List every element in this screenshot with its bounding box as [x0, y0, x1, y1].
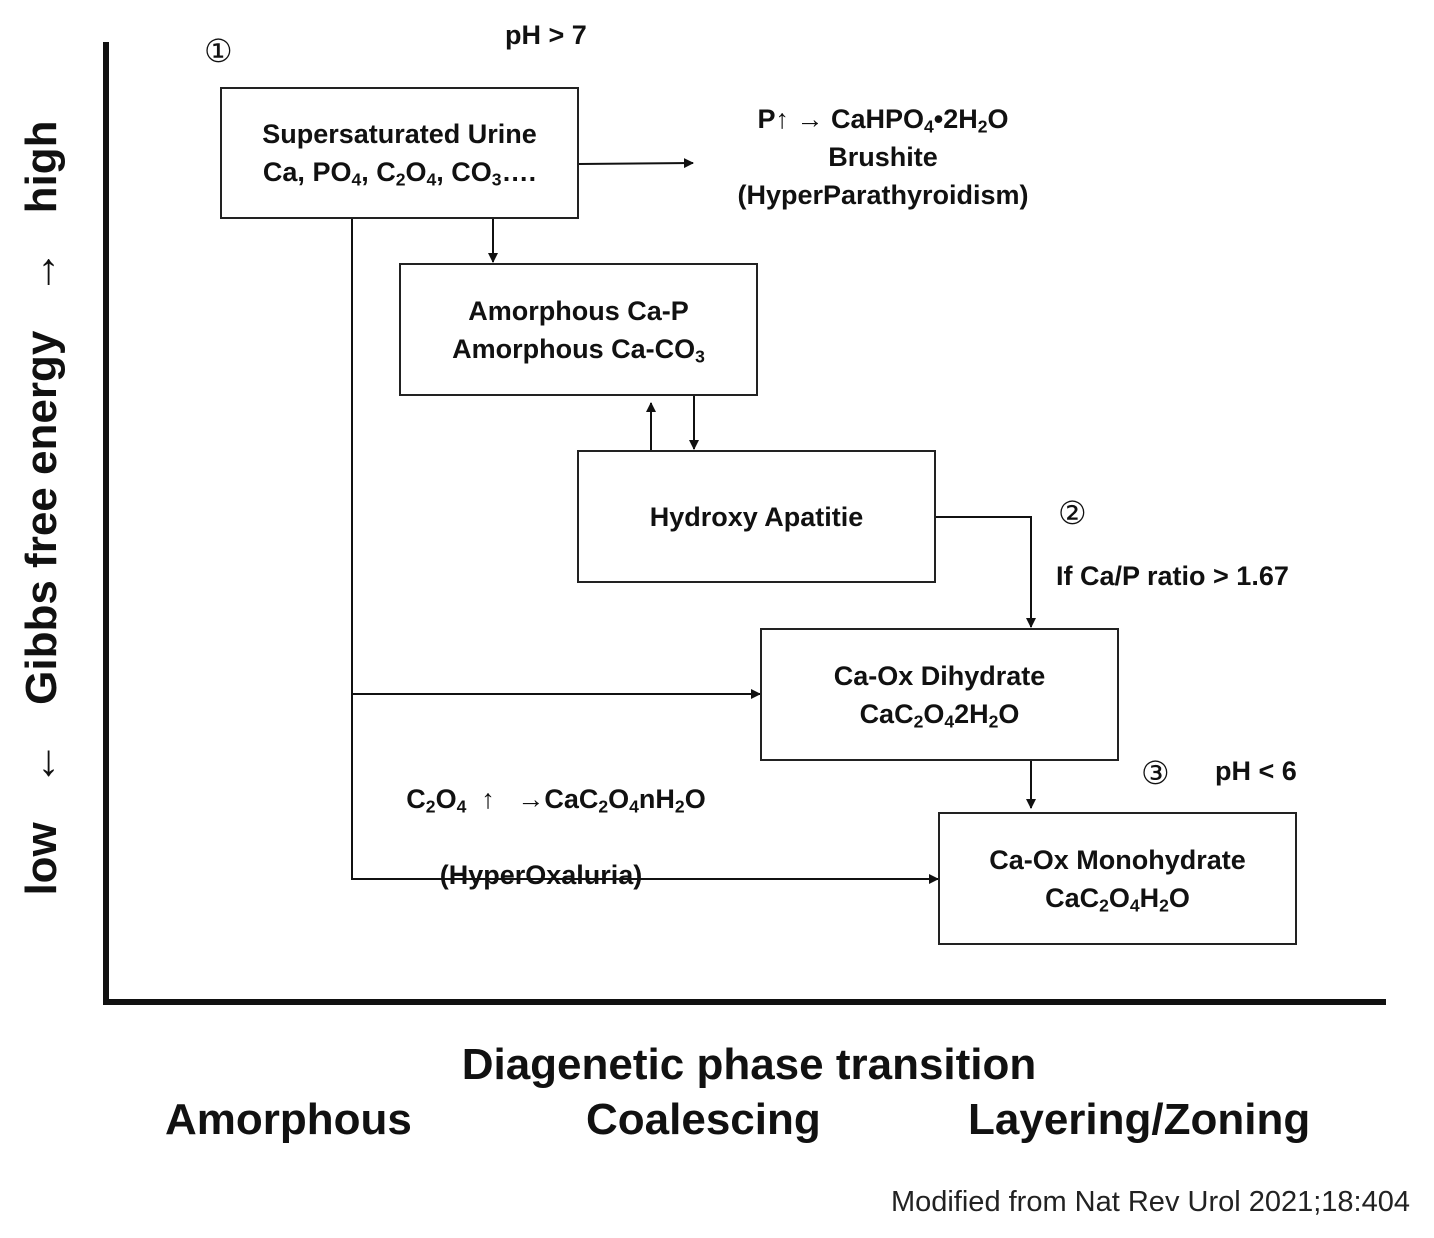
brushite-condition: (HyperParathyroidism): [737, 180, 1029, 210]
condition-ph-high: pH > 7: [505, 20, 587, 50]
y-axis-high: high: [17, 120, 66, 214]
arrow-to-brushite: [577, 158, 694, 169]
y-axis-low: low: [17, 822, 66, 896]
marker-one: ①: [204, 32, 233, 70]
amorphous-ca-p: Amorphous Ca-P: [468, 295, 689, 326]
box-ca-ox-dihydrate: Ca-Ox Dihydrate CaC2O42H2O: [760, 628, 1119, 761]
condition-ph-low: pH < 6: [1215, 756, 1297, 786]
y-axis-label: low ← Gibbs free energy → high: [17, 120, 67, 895]
oxaluria-formula: C2O4 ↑ →CaC2O4nH2O: [406, 784, 706, 817]
monohydrate-title: Ca-Ox Monohydrate: [989, 844, 1246, 875]
amorphous-ca-co3: Amorphous Ca-CO3: [452, 333, 705, 366]
y-axis-up-arrow: →: [17, 250, 66, 295]
oxaluria-annotation: C2O4 ↑ →CaC2O4nH2O (HyperOxaluria): [360, 742, 722, 894]
y-axis-down-arrow: ←: [17, 741, 66, 786]
arrow-hydroxy-to-dihydrate: [935, 516, 1036, 628]
dihydrate-title: Ca-Ox Dihydrate: [833, 660, 1046, 691]
condition-ratio: If Ca/P ratio > 1.67: [1056, 561, 1289, 591]
x-axis-title: Diagenetic phase transition: [461, 1040, 1037, 1089]
monohydrate-formula: CaC2O4H2O: [1045, 882, 1190, 915]
marker-two: ②: [1058, 494, 1087, 532]
dihydrate-formula: CaC2O42H2O: [859, 698, 1020, 731]
hydroxy-apatite-title: Hydroxy Apatitie: [649, 501, 864, 532]
brushite-name: Brushite: [828, 142, 938, 172]
stage-amorphous: Amorphous: [165, 1095, 412, 1144]
box-hydroxy-apatite: Hydroxy Apatitie: [577, 450, 936, 583]
oxaluria-condition: (HyperOxaluria): [439, 860, 643, 890]
source-citation: Modified from Nat Rev Urol 2021;18:404: [890, 1186, 1410, 1218]
box-ca-ox-monohydrate: Ca-Ox Monohydrate CaC2O4H2O: [938, 812, 1297, 945]
supersaturated-title: Supersaturated Urine: [262, 119, 537, 149]
y-axis-title: Gibbs free energy: [17, 330, 66, 705]
marker-three: ③: [1141, 754, 1170, 792]
supersaturated-ions: Ca, PO4, C2O4, CO3….: [262, 157, 537, 190]
stage-layering-zoning: Layering/Zoning: [968, 1095, 1311, 1144]
brushite-annotation: P↑ → CaHPO4•2H2O Brushite (HyperParathyr…: [700, 100, 1066, 214]
box-supersaturated-urine: Supersaturated Urine Ca, PO4, C2O4, CO3……: [220, 87, 579, 219]
brushite-formula: P↑ → CaHPO4•2H2O: [757, 104, 1009, 137]
box-amorphous: Amorphous Ca-P Amorphous Ca-CO3: [399, 263, 758, 396]
stage-coalescing: Coalescing: [586, 1095, 821, 1144]
